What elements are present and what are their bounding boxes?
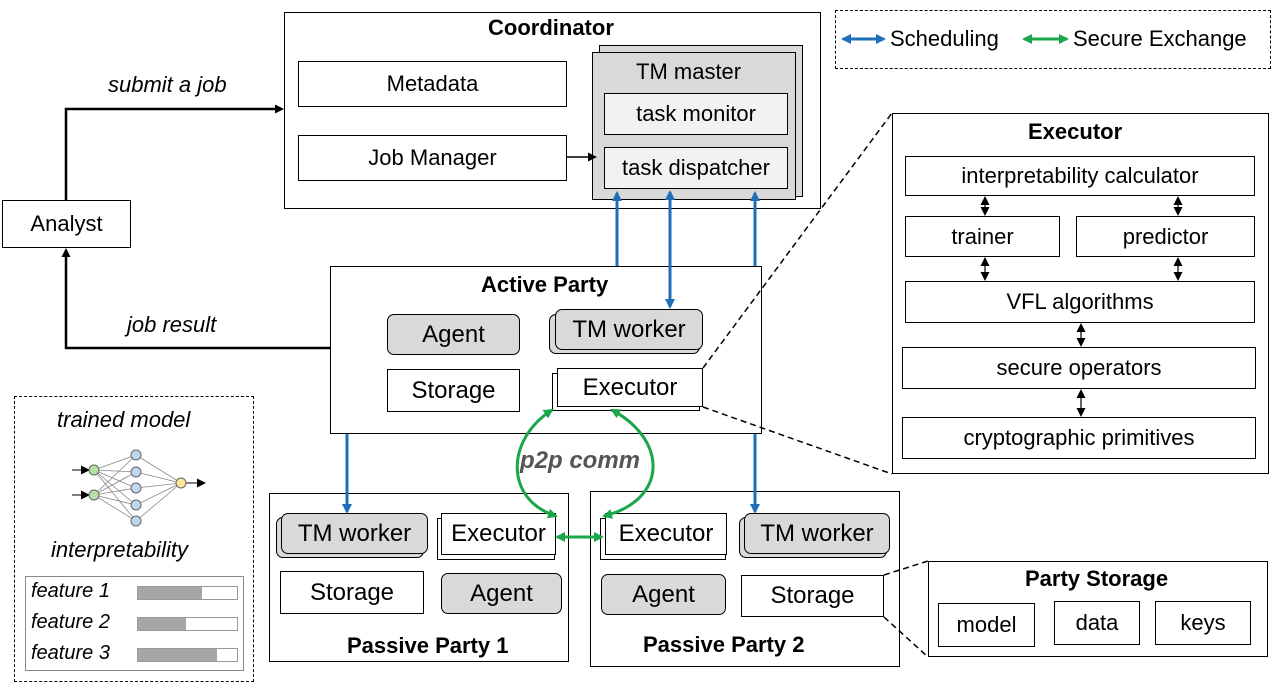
job-manager-box: Job Manager [298, 135, 567, 181]
job-result-arrow [61, 248, 330, 350]
task-dispatcher-box: task dispatcher [604, 147, 788, 189]
tm-master-title: TM master [636, 59, 742, 84]
passive-party-1-title: Passive Party 1 [347, 633, 509, 658]
feature-importance-fill [138, 618, 186, 630]
active-storage-box: Storage [387, 369, 520, 412]
trained-model-label: trained model [57, 407, 191, 432]
model-box: model [938, 603, 1035, 647]
active-executor-box: Executor [557, 368, 703, 407]
keys-box: keys [1155, 601, 1251, 645]
p2p-arc-left [515, 408, 558, 519]
feature-importance-bar [137, 617, 238, 631]
passive-party-2-title: Passive Party 2 [643, 632, 805, 657]
job-result-label: job result [127, 312, 217, 337]
p2-storage-box: Storage [741, 575, 884, 617]
feature-importance-bar [137, 586, 238, 600]
p1-executor-box: Executor [441, 513, 556, 555]
p2-executor-box: Executor [605, 513, 727, 555]
legend-scheduling: Scheduling [890, 26, 999, 51]
p2-agent-box: Agent [601, 574, 726, 615]
submit-job-label: submit a job [108, 72, 227, 97]
cryptographic-primitives-box: cryptographic primitives [902, 417, 1256, 459]
feature-label: feature 1 [31, 580, 110, 602]
interpretability-label: interpretability [51, 537, 188, 562]
data-box: data [1054, 601, 1140, 645]
feature-importance-bar [137, 648, 238, 662]
submit-job-arrow [64, 104, 284, 200]
party-storage-title: Party Storage [1025, 566, 1169, 591]
p1-tm-worker-box: TM worker [281, 513, 428, 554]
feature-label: feature 2 [31, 611, 110, 633]
p1-storage-box: Storage [280, 571, 424, 614]
trainer-box: trainer [905, 216, 1060, 257]
feature-label: feature 3 [31, 642, 110, 664]
vfl-algorithms-box: VFL algorithms [905, 281, 1255, 323]
active-party-title: Active Party [481, 272, 609, 297]
analyst-box: Analyst [2, 200, 131, 248]
executor-zoom-line-top [702, 112, 893, 369]
active-tm-worker-box: TM worker [555, 309, 703, 350]
executor-detail-title: Executor [1028, 119, 1123, 144]
predictor-box: predictor [1076, 216, 1255, 257]
storage-zoom-line-bottom [883, 616, 929, 658]
feature-importance-fill [138, 587, 203, 599]
coordinator-title: Coordinator [488, 15, 614, 40]
feature-importance-fill [138, 649, 218, 661]
p2p-arc-right [602, 408, 655, 519]
secure-operators-box: secure operators [902, 347, 1256, 389]
interpretability-calculator-box: interpretability calculator [905, 156, 1255, 196]
task-monitor-box: task monitor [604, 93, 788, 135]
legend [835, 10, 1271, 69]
legend-secure-exchange: Secure Exchange [1073, 26, 1247, 51]
neural-network-icon [72, 449, 206, 527]
p1-agent-box: Agent [441, 573, 562, 614]
p2-tm-worker-box: TM worker [744, 513, 890, 554]
metadata-box: Metadata [298, 61, 567, 107]
active-agent-box: Agent [387, 314, 520, 355]
executor-zoom-line-bottom [702, 406, 893, 475]
storage-zoom-line-top [883, 560, 929, 576]
model-panel [14, 396, 254, 682]
